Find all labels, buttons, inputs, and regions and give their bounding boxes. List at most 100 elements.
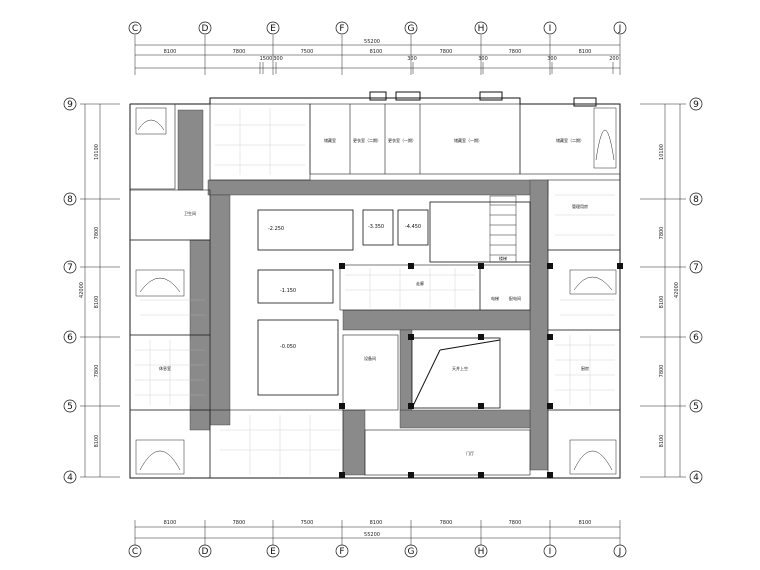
right-dimension-lines — [640, 103, 686, 478]
top-span-5: 7800 — [440, 49, 453, 55]
right-span-3: 8100 — [659, 296, 665, 309]
axis-bubble-5-left — [63, 399, 77, 413]
column — [547, 403, 553, 409]
bottom-span-4: 8100 — [370, 520, 383, 526]
bottom-span-1: 8100 — [164, 520, 177, 526]
void-atrium — [411, 337, 501, 409]
axis-label-9-left: 9 — [67, 100, 73, 110]
axis-bubble-8-right — [689, 192, 703, 206]
left-total-dimension: 42000 — [79, 282, 85, 298]
column — [408, 403, 414, 409]
void-upper-right — [397, 209, 429, 246]
level-mark-5: -0.050 — [280, 344, 296, 350]
axis-label-d-bottom: D — [202, 547, 209, 557]
room-label-equipment: 设备间 — [364, 355, 376, 361]
stair-right-7 — [569, 269, 617, 295]
right-total-dimension: 42000 — [674, 282, 680, 298]
top-span-3: 7500 — [301, 49, 314, 55]
bottom-dimension-lines — [134, 520, 621, 545]
level-mark-3: -4.450 — [405, 224, 421, 230]
axis-bubble-h-bottom — [474, 544, 488, 558]
top-dimension-lines — [134, 35, 621, 75]
axis-label-9-right: 9 — [693, 100, 699, 110]
axis-bubble-h-top — [474, 21, 488, 35]
left-span-1: 10100 — [94, 144, 100, 160]
void-upper-mid — [362, 209, 394, 246]
left-span-3: 8100 — [94, 296, 100, 309]
top-sub-6: 200 — [609, 56, 619, 62]
axis-bubble-d-bottom — [198, 544, 212, 558]
axis-bubble-6-left — [63, 330, 77, 344]
left-span-2: 7800 — [94, 227, 100, 240]
axis-bubble-i-bottom — [543, 544, 557, 558]
axis-bubble-8-left — [63, 192, 77, 206]
axis-bubble-i-top — [543, 21, 557, 35]
room-label-stair: 楼梯 — [499, 255, 507, 261]
atrium-diagonal-2 — [439, 339, 501, 351]
level-mark-1: -2.250 — [268, 226, 284, 232]
axis-label-i-top: I — [549, 24, 552, 34]
void-lower-left — [257, 319, 339, 396]
room-label-toilet: 卫生间 — [184, 210, 196, 216]
top-sub-1: 1500 — [260, 56, 273, 62]
room-label-kitchen: 厨房 — [581, 365, 589, 371]
top-span-6: 7800 — [509, 49, 522, 55]
axis-label-j-bottom: J — [618, 547, 622, 557]
right-span-2: 7800 — [659, 227, 665, 240]
room-label-lobby: 门厅 — [466, 450, 474, 456]
top-total-dimension: 55200 — [364, 39, 380, 45]
column — [478, 472, 484, 478]
axis-bubble-4-right — [689, 470, 703, 484]
axis-bubble-6-right — [689, 330, 703, 344]
structural-columns — [339, 263, 623, 478]
bottom-span-5: 7800 — [440, 520, 453, 526]
corridor-lower-band — [399, 409, 531, 429]
top-sub-4: 300 — [478, 56, 488, 62]
axis-label-6-left: 6 — [67, 333, 73, 343]
stair-top-right — [593, 107, 617, 169]
void-upper-left — [257, 209, 354, 251]
void-right-large — [429, 201, 531, 263]
left-span-5: 8100 — [94, 435, 100, 448]
courtyard-voids — [257, 201, 531, 409]
axis-bubble-4-left — [63, 470, 77, 484]
top-span-7: 8100 — [579, 49, 592, 55]
bottom-axis-bubbles — [128, 544, 627, 558]
corridor-right-band — [529, 179, 549, 471]
axis-bubble-d-top — [198, 21, 212, 35]
axis-label-5-left: 5 — [67, 402, 73, 412]
column — [478, 334, 484, 340]
top-axis-bubbles — [128, 21, 627, 35]
column — [547, 472, 553, 478]
axis-label-4-right: 4 — [693, 473, 699, 483]
column — [408, 334, 414, 340]
room-label-corridor: 走廊 — [416, 280, 424, 286]
axis-label-f-top: F — [339, 24, 344, 34]
bottom-span-3: 7500 — [301, 520, 314, 526]
top-sub-3: 300 — [407, 56, 417, 62]
column — [408, 472, 414, 478]
stair-cores — [135, 107, 617, 475]
column — [339, 472, 345, 478]
room-label-lounge: 休息室 — [159, 365, 171, 371]
right-span-5: 8100 — [659, 435, 665, 448]
axis-bubble-7-left — [63, 260, 77, 274]
atrium-diagonal — [411, 349, 441, 409]
axis-label-c-top: C — [132, 24, 138, 34]
column — [547, 263, 553, 269]
room-label-storage-2: 储藏室（二期） — [556, 137, 584, 143]
axis-bubble-e-top — [266, 21, 280, 35]
axis-label-7-right: 7 — [693, 263, 699, 273]
axis-label-h-bottom: H — [478, 547, 485, 557]
top-span-2: 7800 — [233, 49, 246, 55]
left-dimension-lines — [80, 103, 120, 478]
corridor-hatch — [177, 109, 549, 476]
axis-label-i-bottom: I — [549, 547, 552, 557]
right-axis-bubbles — [689, 97, 703, 484]
column — [339, 263, 345, 269]
column — [478, 403, 484, 409]
stair-top-left — [135, 107, 167, 135]
level-mark-4: -1.150 — [280, 288, 296, 294]
axis-label-e-bottom: E — [270, 547, 276, 557]
